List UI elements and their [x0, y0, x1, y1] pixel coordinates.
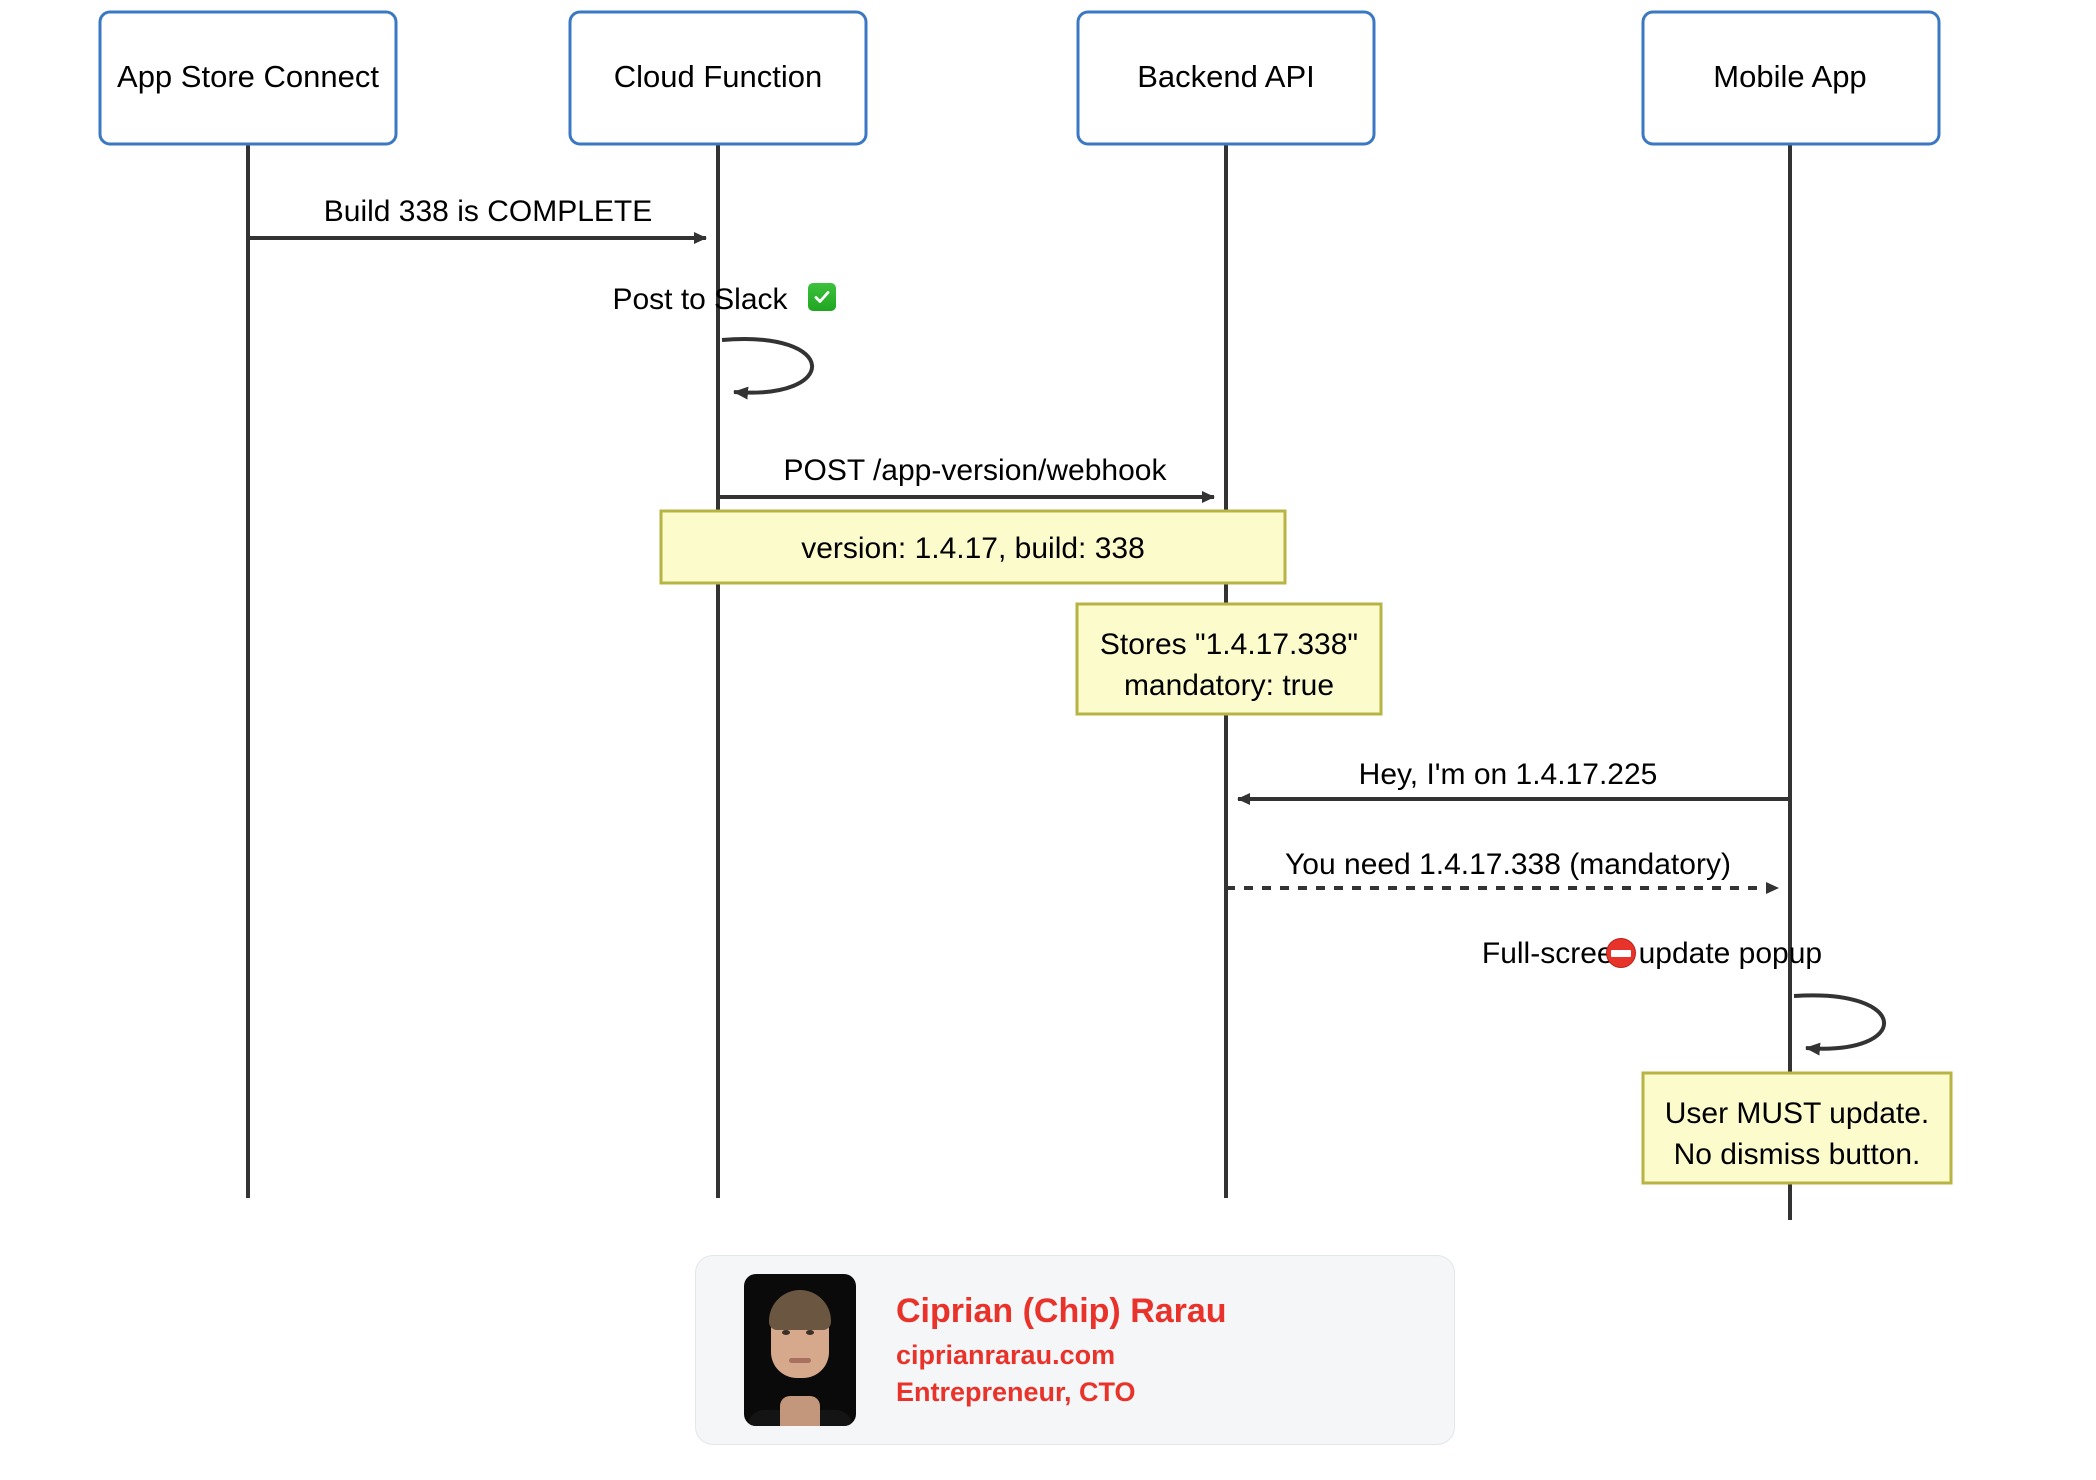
message-label: POST /app-version/webhook: [784, 454, 1168, 487]
card-name: Ciprian (Chip) Rarau: [896, 1292, 1227, 1330]
message-label: Full-screen update popup: [1482, 937, 1822, 970]
participant-box: [1641, 10, 1941, 146]
message-current-version[interactable]: Hey, I'm on 1.4.17.225: [1237, 758, 1790, 805]
avatar-mouth: [789, 1358, 811, 1363]
author-business-card[interactable]: Ciprian (Chip) Rarau ciprianrarau.com En…: [695, 1255, 1455, 1445]
message-you-need-update[interactable]: You need 1.4.17.338 (mandatory): [1226, 848, 1779, 894]
note-line: User MUST update.: [1665, 1097, 1930, 1130]
participant-label: Cloud Function: [614, 59, 823, 94]
participant-mobile-app[interactable]: Mobile App: [1641, 10, 1941, 146]
note-stores-mandatory: Stores "1.4.17.338" mandatory: true: [1075, 602, 1383, 716]
note-line: mandatory: true: [1124, 669, 1334, 702]
note-box: [1641, 1071, 1953, 1185]
participant-box: [98, 10, 398, 146]
participant-backend-api[interactable]: Backend API: [1076, 10, 1376, 146]
avatar-hair: [769, 1290, 831, 1330]
lifelines: [246, 144, 1792, 1220]
card-role: Entrepreneur, CTO: [896, 1377, 1136, 1407]
no-entry-icon: [1606, 938, 1636, 968]
participant-label: Backend API: [1137, 59, 1315, 94]
participant-app-store-connect[interactable]: App Store Connect: [98, 10, 398, 146]
note-box: [659, 509, 1287, 585]
card-text-block: Ciprian (Chip) Rarau ciprianrarau.com En…: [896, 1294, 1227, 1406]
message-label: Post to Slack: [612, 283, 788, 316]
avatar-neck: [780, 1396, 820, 1426]
self-loop-arc: [721, 337, 814, 400]
self-loop-arc: [1793, 993, 1886, 1056]
message-build-complete[interactable]: Build 338 is COMPLETE: [248, 195, 707, 244]
participant-label: App Store Connect: [117, 59, 379, 94]
participant-box: [1076, 10, 1376, 146]
no-entry-bar: [1611, 949, 1631, 957]
note-version-build: version: 1.4.17, build: 338: [659, 509, 1287, 585]
message-fullscreen-popup[interactable]: Full-screen update popup: [1482, 937, 1886, 1056]
avatar: [744, 1274, 856, 1426]
note-line: Stores "1.4.17.338": [1100, 628, 1358, 661]
white-check-mark-icon: [808, 283, 836, 311]
card-website[interactable]: ciprianrarau.com: [896, 1340, 1116, 1370]
note-user-must-update: User MUST update. No dismiss button.: [1641, 1071, 1953, 1185]
participant-box: [568, 10, 868, 146]
avatar-eye-left: [782, 1330, 790, 1335]
message-post-webhook[interactable]: POST /app-version/webhook: [718, 454, 1215, 503]
note-line: version: 1.4.17, build: 338: [801, 532, 1145, 565]
message-label: Build 338 is COMPLETE: [324, 195, 652, 228]
message-label: Hey, I'm on 1.4.17.225: [1359, 758, 1658, 791]
message-label: You need 1.4.17.338 (mandatory): [1285, 848, 1731, 881]
participant-cloud-function[interactable]: Cloud Function: [568, 10, 868, 146]
note-box: [1075, 602, 1383, 716]
message-post-to-slack[interactable]: Post to Slack: [612, 283, 814, 400]
avatar-eye-right: [806, 1330, 814, 1335]
note-line: No dismiss button.: [1674, 1138, 1921, 1171]
participant-label: Mobile App: [1713, 59, 1866, 94]
